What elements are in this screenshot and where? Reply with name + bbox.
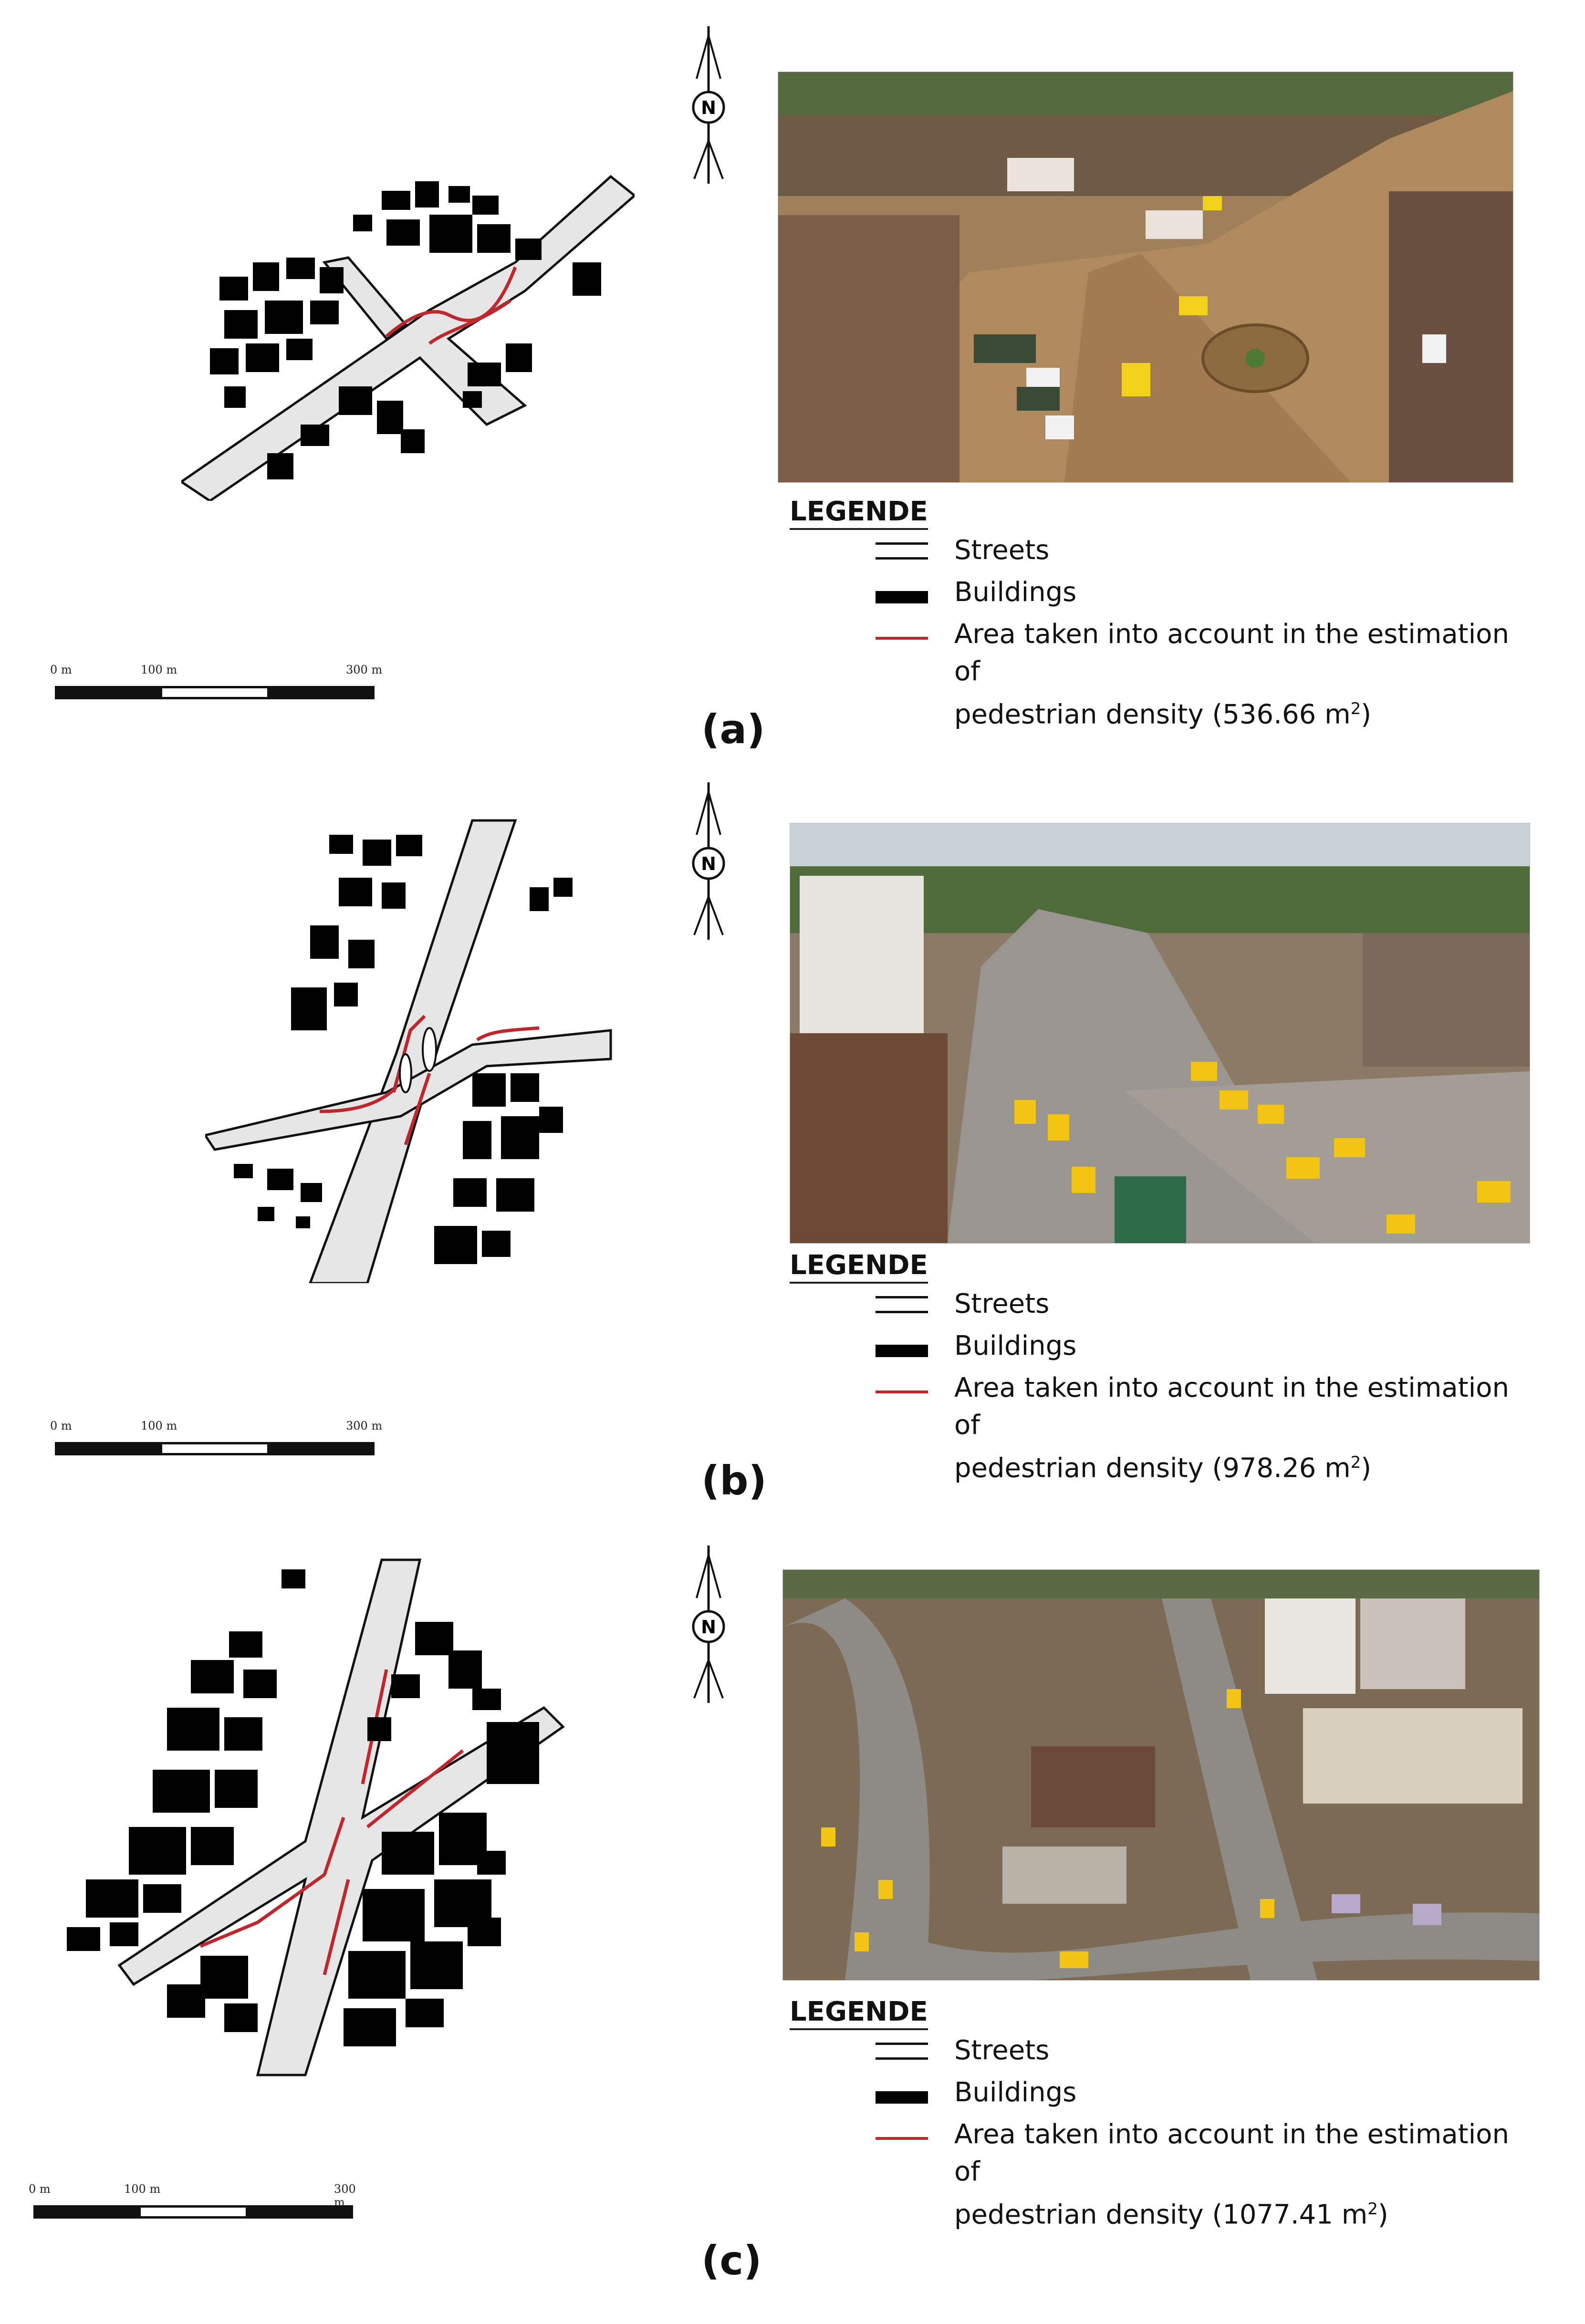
north-label: N bbox=[701, 853, 716, 874]
legend-item-buildings: Buildings bbox=[790, 2074, 1534, 2116]
buildings-symbol-icon bbox=[876, 1345, 928, 1357]
area-value: 1077.41 bbox=[1222, 2199, 1333, 2231]
legend: LEGENDE Streets Buildings Area taken int… bbox=[790, 1250, 1534, 1484]
legend-item-streets: Streets bbox=[790, 1286, 1534, 1328]
legend-item-area: Area taken into account in the estimatio… bbox=[790, 616, 1534, 730]
area-symbol-icon bbox=[876, 637, 928, 640]
legend-label-area: Area taken into account in the estimatio… bbox=[954, 2119, 1509, 2231]
legend-label-streets: Streets bbox=[954, 1288, 1050, 1319]
scale-bar: 0 m 100 m 300 m bbox=[50, 1419, 384, 1457]
legend-item-streets: Streets bbox=[790, 2032, 1534, 2074]
panel-label-c: (c) bbox=[701, 2237, 762, 2284]
legend-item-buildings: Buildings bbox=[790, 574, 1534, 616]
north-arrow-icon: N bbox=[689, 1546, 728, 1703]
panel-c: N LEGENDE Streets bbox=[0, 1526, 1585, 2290]
legend-label-streets: Streets bbox=[954, 2035, 1050, 2066]
buildings-symbol-icon bbox=[876, 2091, 928, 2104]
aerial-photo bbox=[790, 823, 1530, 1244]
streets-symbol-icon bbox=[876, 2043, 928, 2060]
legend: LEGENDE Streets Buildings Area taken int… bbox=[790, 1996, 1534, 2231]
legend-title: LEGENDE bbox=[790, 1996, 928, 2030]
aerial-photo bbox=[778, 72, 1513, 483]
area-symbol-icon bbox=[876, 1390, 928, 1393]
panel-label-a: (a) bbox=[701, 706, 765, 753]
area-symbol-icon bbox=[876, 2137, 928, 2140]
panel-label-b: (b) bbox=[701, 1457, 767, 1504]
panel-b: N LEGENDE Streets bbox=[0, 768, 1585, 1531]
area-value: 536.66 bbox=[1222, 699, 1316, 730]
legend-item-streets: Streets bbox=[790, 532, 1534, 574]
legend-title: LEGENDE bbox=[790, 1250, 928, 1284]
scale-bar: 0 m 100 m 300 m bbox=[29, 2182, 363, 2220]
north-arrow-icon: N bbox=[689, 782, 728, 940]
legend-item-area: Area taken into account in the estimatio… bbox=[790, 1370, 1534, 1484]
site-plan-map bbox=[181, 119, 635, 501]
site-plan-map bbox=[205, 806, 635, 1283]
legend-label-area: Area taken into account in the estimatio… bbox=[954, 619, 1509, 730]
north-arrow-icon: N bbox=[689, 26, 728, 184]
legend: LEGENDE Streets Buildings Area taken int… bbox=[790, 496, 1534, 730]
aerial-photo bbox=[782, 1569, 1540, 1981]
panel-a: N LEGENDE Streets Buildings bbox=[0, 0, 1585, 763]
legend-label-streets: Streets bbox=[954, 535, 1050, 566]
streets-symbol-icon bbox=[876, 1296, 928, 1313]
legend-item-area: Area taken into account in the estimatio… bbox=[790, 2116, 1534, 2231]
site-plan-map bbox=[57, 1546, 573, 2089]
legend-label-area: Area taken into account in the estimatio… bbox=[954, 1372, 1509, 1484]
legend-item-buildings: Buildings bbox=[790, 1328, 1534, 1370]
scale-bar: 0 m 100 m 300 m bbox=[50, 663, 384, 701]
north-label: N bbox=[701, 97, 716, 118]
north-label: N bbox=[701, 1617, 716, 1638]
legend-label-buildings: Buildings bbox=[954, 1330, 1077, 1361]
streets-symbol-icon bbox=[876, 542, 928, 560]
legend-label-buildings: Buildings bbox=[954, 577, 1077, 608]
buildings-symbol-icon bbox=[876, 591, 928, 603]
legend-title: LEGENDE bbox=[790, 496, 928, 530]
legend-label-buildings: Buildings bbox=[954, 2077, 1077, 2108]
area-value: 978.26 bbox=[1222, 1452, 1316, 1484]
